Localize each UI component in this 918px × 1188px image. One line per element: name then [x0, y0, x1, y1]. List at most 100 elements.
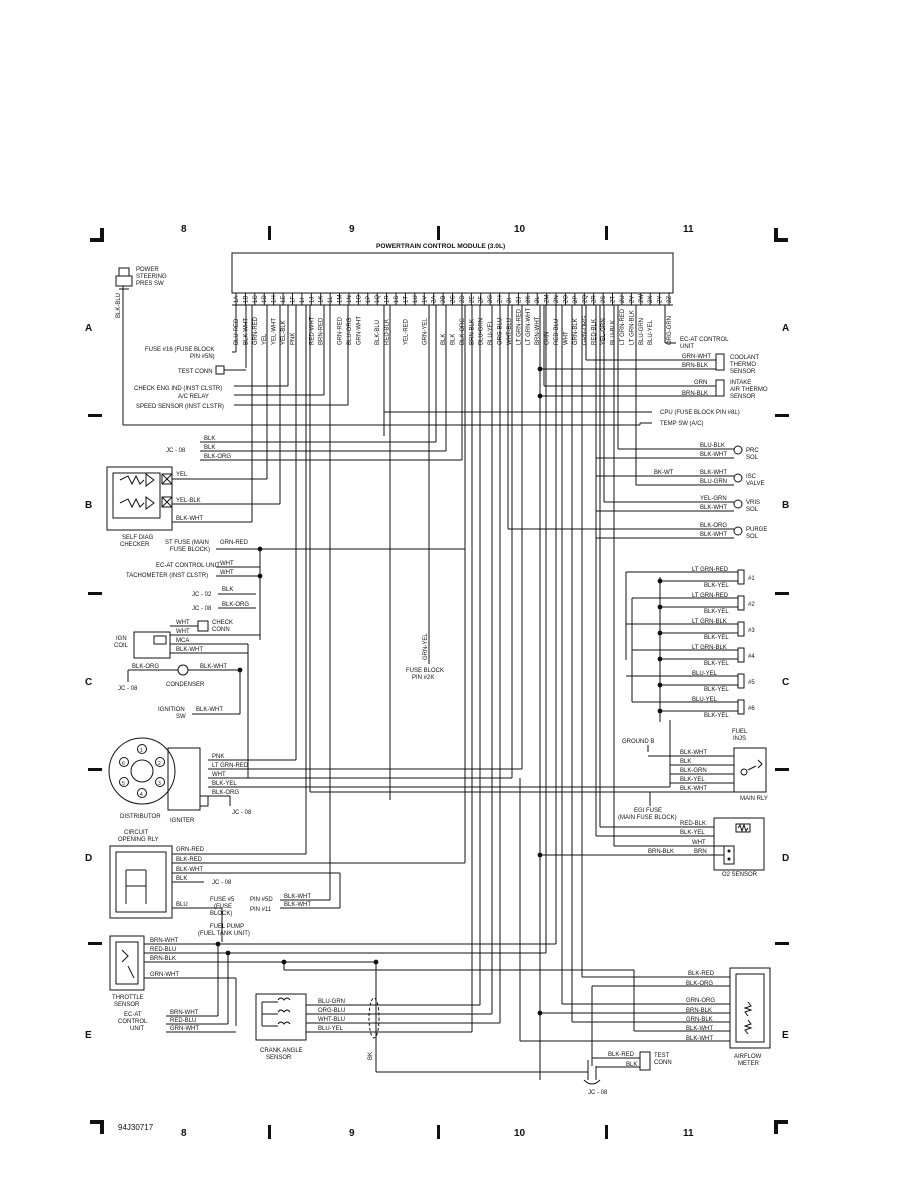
o2-wire-4: BRN — [694, 849, 707, 855]
pcm-pin-7: 1I — [300, 298, 306, 303]
pcm-pin-45: 2Y — [658, 296, 664, 303]
ground-b-label: GROUND B — [622, 739, 654, 745]
condenser-wire-1: BLK-ORG — [132, 664, 159, 670]
pcm-pin-22: 2B — [441, 296, 447, 303]
crank-angle-label-2: SENSOR — [266, 1055, 292, 1061]
pcm-module — [231, 252, 674, 294]
pcm-pin-1: 1B — [243, 296, 249, 303]
fuse-block-2k-label-1: FUSE BLOCK — [406, 668, 444, 674]
pcm-pin-15: 1Q — [375, 295, 381, 303]
vris-wire-1: YEL-GRN — [700, 496, 727, 502]
pcm-pin-40: 2T — [611, 296, 617, 303]
grid-row-e-right: E — [782, 1030, 789, 1041]
svg-text:4: 4 — [140, 792, 143, 798]
pcm-wire-color-13: GRN-WHT — [356, 316, 362, 345]
injector-coil-2 — [737, 621, 745, 637]
circuit-opening-label-1: CIRCUIT — [124, 830, 149, 836]
figure-id: 94J30717 — [118, 1123, 154, 1132]
throttle-junction-4 — [373, 959, 379, 965]
jc08-mid-label: JC - 08 — [192, 606, 212, 612]
pcm-wire-color-30: LT GRN-RED — [516, 308, 522, 345]
ec-at-control-label-1: EC-AT CONTROL — [680, 337, 729, 343]
pcm-wire-color-15: BLK-BLU — [375, 320, 381, 345]
igniter-wire-blk-yel: BLK-YEL — [212, 781, 237, 787]
pcm-pin-16: 1R — [385, 295, 391, 303]
solenoid-symbols — [733, 445, 743, 536]
jc02-wire: BLK — [222, 587, 233, 593]
pcm-wire-color-24: BLK-ORG — [460, 318, 466, 345]
pcm-pin-12: 1N — [347, 295, 353, 303]
main-relay-wires — [309, 305, 734, 806]
pcm-wire-color-16: RED-BLK — [385, 319, 391, 345]
ign-coil-label-1: IGN — [116, 636, 127, 642]
pcm-pin-44: 2X — [648, 296, 654, 303]
temp-sw-label: TEMP SW (A/C) — [660, 421, 704, 427]
pcm-pin-33: 2M — [545, 295, 551, 303]
igniter-wire-ltgrn: LT GRN-RED — [212, 763, 249, 769]
isc-wire-1: BLK-WHT — [700, 470, 727, 476]
cor-wire-grn-red: GRN-RED — [176, 847, 205, 853]
injector-number-4: #5 — [748, 680, 755, 686]
pcm-pin-39: 2S — [601, 296, 607, 303]
o2-sensor — [713, 817, 765, 871]
st-fuse-wire: GRN-RED — [220, 540, 249, 546]
condenser-label: CONDENSER — [166, 682, 205, 688]
airflow-wire-7: BLK-WHT — [686, 1036, 713, 1042]
injector-coil-0 — [737, 569, 745, 585]
pcm-wire-color-8: RED-WHT — [309, 316, 315, 345]
igniter-terminal — [199, 795, 209, 807]
intake-sensor-box — [715, 379, 725, 397]
circuit-opening-relay — [109, 845, 173, 919]
igniter-wire-wht: WHT — [212, 772, 226, 778]
pcm-pin-29: 2I — [507, 298, 513, 303]
pcm-wire-color-18: YEL-RED — [403, 318, 409, 345]
pcm-wire-color-20: GRN-YEL — [422, 318, 428, 345]
injector-coil-4 — [737, 673, 745, 689]
pcm-wire-color-23: BLK — [451, 334, 457, 345]
jc08-bottom-connector — [583, 1060, 601, 1085]
bk-wire-label: BK — [368, 1052, 374, 1060]
ec-at-unit-label-2: CONTROL — [118, 1019, 148, 1025]
pcm-title: POWERTRAIN CONTROL MODULE (3.0L) — [376, 243, 505, 250]
egi-fuse-label-1: EGI FUSE — [634, 808, 662, 814]
fuse5-pin-11: PIN #11 — [250, 907, 272, 913]
injector-wire-a-label-1: LT GRN-RED — [692, 593, 729, 599]
crank-wire-1: BLU-GRN — [318, 999, 345, 1005]
ec-at-wire-3: GRN-WHT — [170, 1026, 199, 1032]
crank-angle-label-1: CRANK ANGLE — [260, 1048, 303, 1054]
jc08-mid-wire: BLK-ORG — [222, 602, 249, 608]
pcm-wire-color-29: WHT-BLU — [507, 318, 513, 345]
self-diag-label-1: SELF DIAG — [122, 535, 154, 541]
injector-wire-a-label-0: LT GRN-RED — [692, 567, 729, 573]
condenser-wire-2: BLK-WHT — [200, 664, 227, 670]
pcm-pin-43: 2W — [639, 294, 645, 303]
grn-yel-wire-label: GRN-YEL — [423, 633, 429, 660]
prc-wire-1: BLU-BLK — [700, 443, 725, 449]
svg-text:6: 6 — [122, 761, 125, 767]
fuse5-wire-1: BLK-WHT — [284, 894, 311, 900]
vris-label-1: VRIS — [746, 500, 760, 506]
pcm-pin-42: 2V — [629, 296, 635, 303]
coil-wire-4: BLK-WHT — [176, 647, 203, 653]
intake-wire-2: BRN-BLK — [682, 391, 708, 397]
fuel-injs-label-1: FUEL — [732, 729, 748, 735]
pcm-wire-color-28: ORG-BLU — [498, 318, 504, 345]
test-conn-box — [215, 365, 225, 375]
purge-label-1: PURGE — [746, 527, 767, 533]
test-conn-b-wire-2: BLK — [626, 1062, 637, 1068]
coolant-label-3: SENSOR — [730, 369, 756, 375]
injector-wire-b-label-2: BLK-YEL — [704, 635, 729, 641]
pcm-pin-25: 2E — [469, 296, 475, 303]
grid-row-d-right: D — [782, 853, 789, 864]
pcm-wire-color-33: GRN — [545, 332, 551, 345]
grid-col-11-bottom: 11 — [683, 1128, 694, 1139]
injector-wire-b-label-1: BLK-YEL — [704, 609, 729, 615]
igniter-wire-pnk: PNK — [212, 754, 224, 760]
throttle-wire-4: GRN-WHT — [150, 972, 179, 978]
ac-relay-label: A/C RELAY — [178, 394, 209, 400]
distributor-label: DISTRIBUTOR — [120, 814, 161, 820]
egi-fuse-label-2: (MAIN FUSE BLOCK) — [618, 815, 677, 821]
svg-text:2: 2 — [158, 761, 161, 767]
fuse16-label-2: PIN #5N) — [190, 354, 215, 360]
fuse5-label-1: FUSE #5 — [210, 897, 235, 903]
